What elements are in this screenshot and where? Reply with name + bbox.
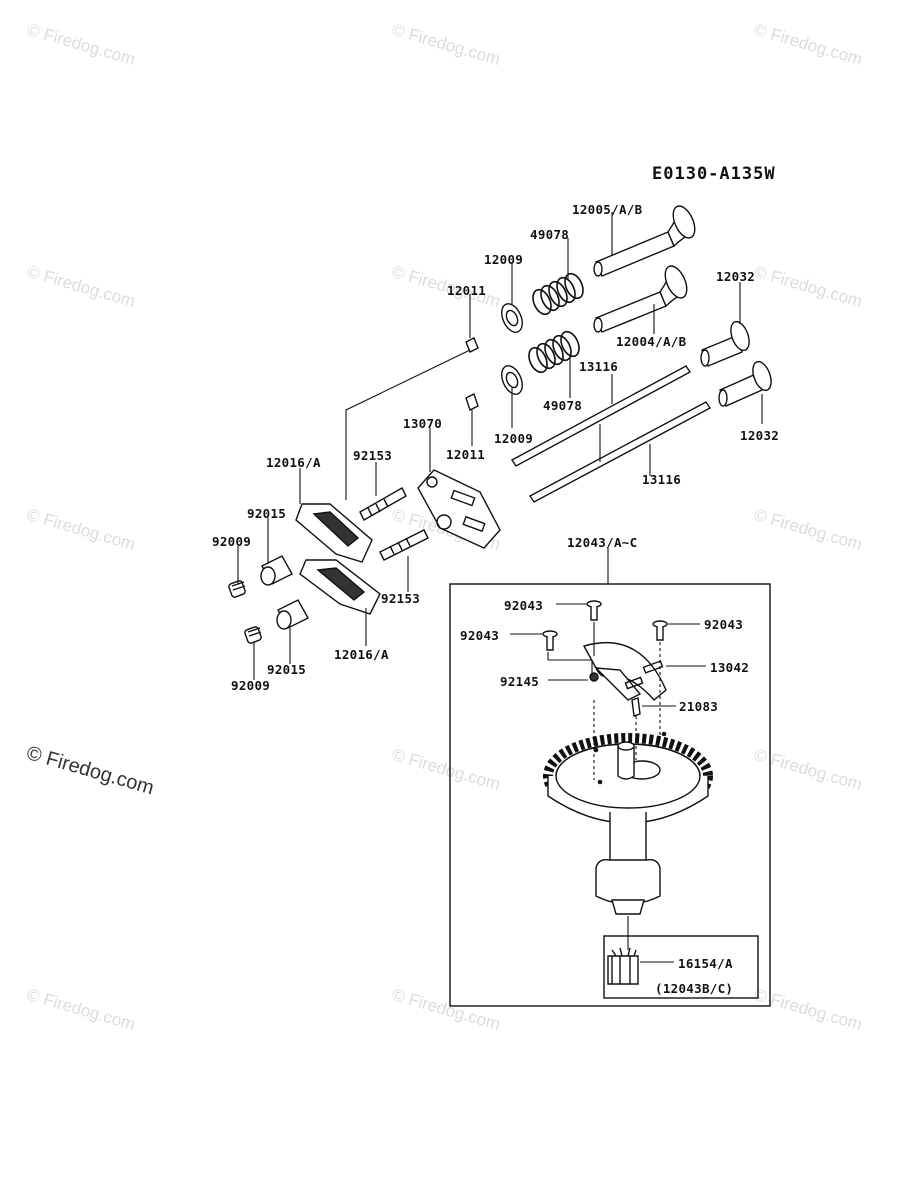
part-label-12005: 12005/A/B — [572, 202, 643, 217]
part-label-12011-bottom: 12011 — [446, 447, 486, 462]
part-label-92043-b: 92043 — [460, 628, 500, 643]
part-label-13116-bottom: 13116 — [642, 472, 682, 487]
part-label-13042: 13042 — [710, 660, 750, 675]
rocker-nut-bottom — [276, 599, 309, 630]
exhaust-valve — [593, 205, 696, 277]
push-rod-guide-plate — [417, 469, 501, 549]
part-label-92009-top: 92009 — [212, 534, 252, 549]
part-label-12043bc: (12043B/C) — [655, 981, 734, 996]
part-label-92043-a: 92043 — [504, 598, 544, 613]
part-label-13070: 13070 — [403, 416, 443, 431]
part-label-12043: 12043/A~C — [567, 535, 638, 550]
part-label-92015-bottom: 92015 — [267, 662, 307, 677]
part-label-92015-top: 92015 — [247, 506, 287, 521]
set-screw-top — [228, 580, 246, 598]
part-label-12009-bottom: 12009 — [494, 431, 534, 446]
camshaft — [595, 812, 661, 915]
governor-ball — [589, 672, 599, 682]
part-label-13116-top: 13116 — [579, 359, 619, 374]
cam-sleeve-frame — [603, 935, 759, 999]
rocker-arm-bottom — [299, 559, 381, 615]
push-rod-bottom — [528, 401, 712, 503]
governor-pin-21083 — [631, 697, 641, 717]
rocker-arm-top — [295, 503, 373, 563]
pin-92043-c — [652, 620, 668, 641]
spring-retainer-top — [501, 303, 523, 333]
part-label-12016-bottom: 12016/A — [334, 647, 389, 662]
valve-collet-top — [465, 337, 479, 353]
push-rod-top — [510, 365, 692, 467]
pin-92043-b — [542, 630, 558, 651]
part-label-12011-top: 12011 — [447, 283, 487, 298]
rocker-nut-top — [260, 555, 293, 586]
leader-lines — [237, 212, 763, 963]
part-label-49078-bottom: 49078 — [543, 398, 583, 413]
cam-gear — [543, 731, 713, 824]
tappet-bottom — [718, 360, 772, 407]
intake-valve — [593, 265, 688, 333]
part-label-92153-top: 92153 — [353, 448, 393, 463]
pin-92043-a — [586, 600, 602, 621]
set-screw-bottom — [244, 626, 262, 644]
rocker-stud-top — [359, 487, 407, 521]
part-label-12016-top: 12016/A — [266, 455, 321, 470]
valve-spring-bottom — [528, 330, 580, 374]
part-label-92043-c: 92043 — [704, 617, 744, 632]
part-label-92153-bottom: 92153 — [381, 591, 421, 606]
part-label-12009-top: 12009 — [484, 252, 524, 267]
valve-spring-top — [532, 272, 584, 316]
tappet-top — [700, 320, 750, 367]
camshaft-assembly-frame — [449, 583, 771, 1007]
part-label-16154: 16154/A — [678, 956, 733, 971]
valve-collet-bottom — [465, 393, 479, 411]
diagram-code: E0130-A135W — [652, 164, 776, 184]
spring-retainer-bottom — [501, 365, 523, 395]
part-label-12004: 12004/A/B — [616, 334, 687, 349]
part-label-12032-top: 12032 — [716, 269, 756, 284]
cam-sleeve — [607, 947, 639, 985]
part-label-49078-top: 49078 — [530, 227, 570, 242]
rocker-stud-bottom — [379, 529, 429, 561]
part-label-92009-bottom: 92009 — [231, 678, 271, 693]
part-label-12032-bottom: 12032 — [740, 428, 780, 443]
part-label-21083: 21083 — [679, 699, 719, 714]
governor-weight-plate — [582, 641, 667, 701]
part-label-92145: 92145 — [500, 674, 540, 689]
